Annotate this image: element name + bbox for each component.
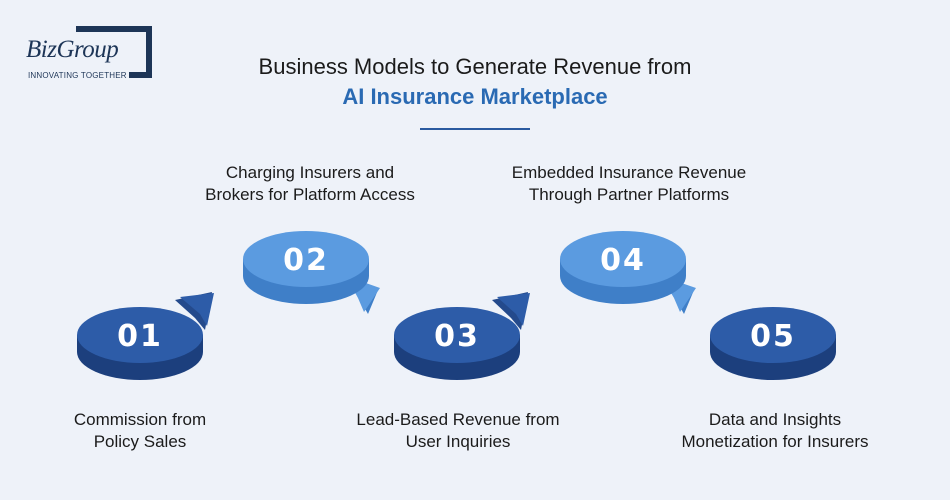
step-05-label-line1: Data and Insights <box>708 410 842 429</box>
step-04-label-line2: Through Partner Platforms <box>528 185 730 204</box>
step-02-number: 02 <box>283 243 329 278</box>
step-05-label: Data and Insights Monetization for Insur… <box>650 409 900 453</box>
step-04-disc: 04 <box>560 231 696 314</box>
step-04-number: 04 <box>600 243 646 278</box>
step-03-label-line2: User Inquiries <box>405 432 511 451</box>
step-04-disc-top <box>560 231 686 287</box>
title-divider <box>420 128 530 130</box>
step-03-label-line1: Lead-Based Revenue from <box>356 410 560 429</box>
step-03-arrow-head <box>497 293 530 326</box>
logo-wordmark: BizGroup <box>26 36 119 63</box>
page-title-line1: Business Models to Generate Revenue from <box>258 54 692 79</box>
step-01-arrow-head <box>180 293 214 326</box>
step-04-label: Embedded Insurance Revenue Through Partn… <box>484 162 774 206</box>
step-03-label: Lead-Based Revenue from User Inquiries <box>328 409 588 453</box>
step-01-disc-top <box>77 307 203 363</box>
step-05-number: 05 <box>750 319 796 354</box>
step-02-label: Charging Insurers and Brokers for Platfo… <box>180 162 440 206</box>
step-02-label-line1: Charging Insurers and <box>225 163 395 182</box>
step-05-label-line2: Monetization for Insurers <box>681 432 869 451</box>
step-01-label-line1: Commission from <box>73 410 207 429</box>
step-01-label: Commission from Policy Sales <box>40 409 240 453</box>
step-03-disc: 03 <box>394 292 530 380</box>
step-01-number: 01 <box>117 319 163 354</box>
step-02-label-line2: Brokers for Platform Access <box>205 185 415 204</box>
step-02-disc-top <box>243 231 369 287</box>
step-05-disc: 05 <box>710 307 836 380</box>
logo-tagline: INNOVATING TOGETHER <box>28 71 129 80</box>
step-01-label-line2: Policy Sales <box>93 432 187 451</box>
step-01-disc: 01 <box>77 292 214 380</box>
step-03-disc-top <box>394 307 520 363</box>
step-05-disc-top <box>710 307 836 363</box>
page-title-line2: AI Insurance Marketplace <box>342 84 608 109</box>
step-04-label-line1: Embedded Insurance Revenue <box>511 163 747 182</box>
bizgroup-logo: BizGroup INNOVATING TOGETHER <box>22 26 158 84</box>
step-02-disc: 02 <box>243 231 380 314</box>
step-03-number: 03 <box>434 319 480 354</box>
